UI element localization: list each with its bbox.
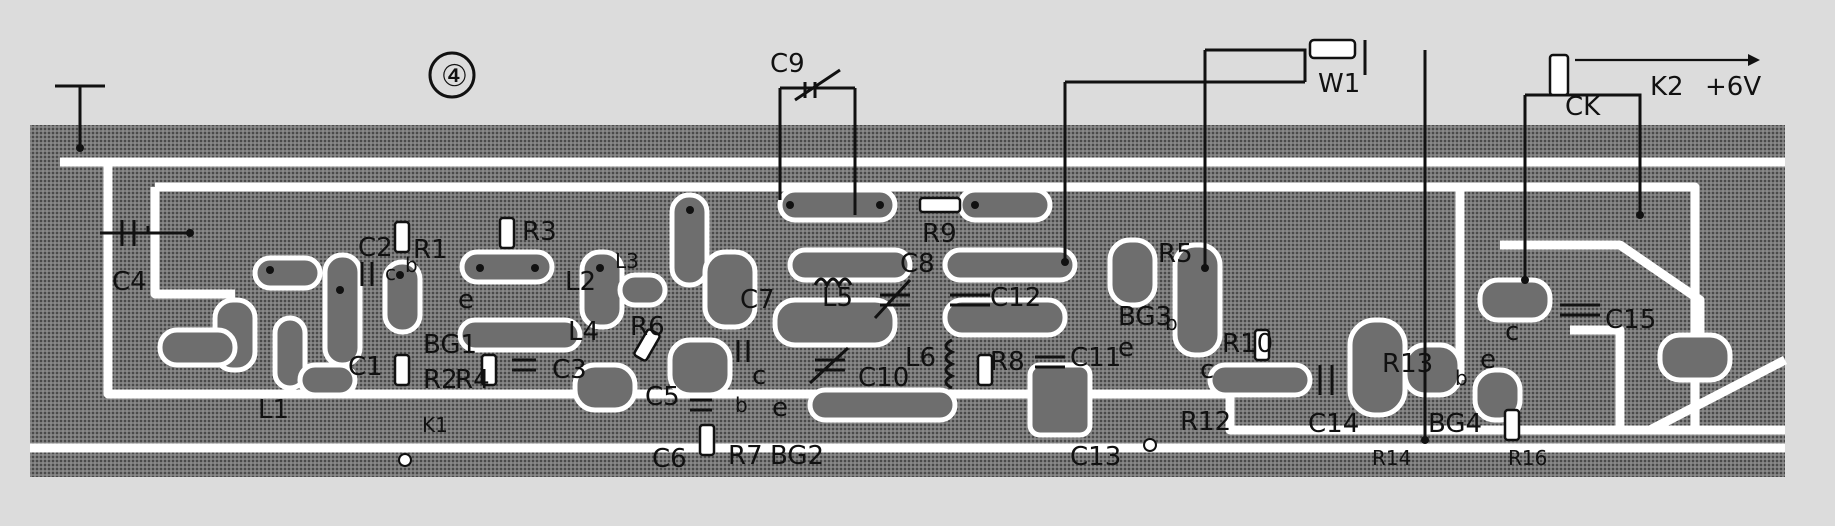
c3-capacitor bbox=[512, 358, 536, 372]
label-k1: K1 bbox=[422, 413, 448, 437]
w1-potentiometer bbox=[1308, 38, 1357, 60]
label-c14: C14 bbox=[1308, 409, 1359, 439]
label-r7: R7 bbox=[728, 441, 763, 471]
pin-c-bg4: c bbox=[1505, 317, 1519, 347]
c2-capacitor bbox=[360, 262, 374, 286]
r1-resistor bbox=[393, 220, 411, 254]
label-c10: C10 bbox=[858, 363, 909, 393]
pin-e-bg4: e bbox=[1480, 345, 1496, 375]
junction-dots bbox=[76, 144, 1644, 467]
label-r10: R10 bbox=[1222, 329, 1273, 359]
label-bg2: BG2 bbox=[770, 441, 824, 471]
label-bg3: BG3 bbox=[1118, 302, 1172, 332]
label-c11: C11 bbox=[1070, 343, 1121, 373]
label-w1: W1 bbox=[1318, 69, 1360, 99]
c9-trimmer-capacitor bbox=[794, 68, 841, 102]
label-r6: R6 bbox=[630, 312, 665, 342]
label-r13: R13 bbox=[1382, 349, 1433, 379]
label-c15: C15 bbox=[1605, 305, 1656, 335]
label-c8: C8 bbox=[900, 249, 935, 279]
pin-c-bg3: c bbox=[1200, 355, 1214, 385]
label-c7: C7 bbox=[740, 285, 775, 315]
figure-number-circle bbox=[428, 51, 476, 99]
pin-b-bg1: b bbox=[405, 253, 418, 277]
label-c5: C5 bbox=[645, 382, 680, 412]
l6-inductor bbox=[944, 338, 956, 390]
c11-capacitor bbox=[1035, 355, 1065, 369]
r8-resistor bbox=[976, 353, 994, 387]
label-bg4: BG4 bbox=[1428, 409, 1482, 439]
label-k2: K2 bbox=[1650, 72, 1684, 102]
pin-e-bg2: e bbox=[772, 393, 788, 423]
c15-capacitor bbox=[1560, 303, 1600, 317]
label-r3: R3 bbox=[522, 217, 557, 247]
l5-inductor bbox=[813, 277, 853, 289]
label-c2: C2 bbox=[358, 233, 393, 263]
labels: ④ C9 W1 CK K2 +6V C4 C2 R1 R3 C1 L1 BG1 … bbox=[112, 49, 1761, 474]
r11-resistor bbox=[1253, 328, 1271, 362]
c14-capacitor bbox=[1318, 365, 1334, 395]
c12-capacitor bbox=[950, 293, 990, 307]
label-c13: C13 bbox=[1070, 442, 1121, 472]
label-l1: L1 bbox=[258, 395, 289, 425]
c10-trimmer bbox=[808, 346, 850, 385]
label-r2: R2 bbox=[423, 365, 458, 395]
wires bbox=[55, 40, 1760, 440]
r3-resistor bbox=[498, 216, 516, 250]
label-l6: L6 bbox=[905, 343, 936, 373]
label-r1: R1 bbox=[413, 235, 448, 265]
label-r14: R14 bbox=[1372, 446, 1411, 470]
pads bbox=[157, 187, 1733, 438]
label-r4: R4 bbox=[455, 365, 490, 395]
label-r5: R5 bbox=[1158, 239, 1193, 269]
r15-resistor bbox=[1503, 408, 1521, 442]
pin-b-bg2: b bbox=[735, 393, 748, 417]
pin-c-bg1: c bbox=[385, 261, 396, 285]
label-l4: L4 bbox=[568, 317, 599, 347]
label-ck: CK bbox=[1565, 92, 1601, 122]
label-r12: R12 bbox=[1180, 407, 1231, 437]
pin-e-bg3: e bbox=[1118, 333, 1134, 363]
pin-c-bg2: c bbox=[752, 361, 766, 391]
r6-resistor bbox=[633, 328, 661, 362]
label-c1: C1 bbox=[348, 352, 383, 382]
figure-number: ④ bbox=[441, 59, 468, 94]
label-l2: L2 bbox=[565, 267, 596, 297]
label-c4: C4 bbox=[112, 267, 147, 297]
r4-resistor bbox=[480, 353, 498, 387]
label-l5: L5 bbox=[822, 283, 853, 313]
r9-resistor bbox=[918, 196, 962, 214]
label-supply: +6V bbox=[1705, 72, 1761, 102]
pin-b-bg3: b bbox=[1165, 311, 1178, 335]
c4-capacitor bbox=[120, 220, 136, 246]
components bbox=[120, 38, 1600, 457]
ck-jack bbox=[1548, 53, 1570, 97]
c7-capacitor bbox=[736, 340, 750, 362]
r2-resistor bbox=[393, 353, 411, 387]
label-r16: R16 bbox=[1508, 446, 1547, 470]
pin-b-bg4: b bbox=[1455, 366, 1468, 390]
label-c9: C9 bbox=[770, 49, 805, 79]
label-c12: C12 bbox=[990, 283, 1041, 313]
c8-trimmer bbox=[873, 278, 912, 320]
label-c6: C6 bbox=[652, 444, 687, 474]
label-r8: R8 bbox=[990, 347, 1025, 377]
label-bg1: BG1 bbox=[423, 330, 477, 360]
pin-e-bg1: e bbox=[458, 285, 474, 315]
label-c3: C3 bbox=[552, 355, 587, 385]
c5-capacitor bbox=[690, 398, 712, 412]
label-r9: R9 bbox=[922, 219, 957, 249]
label-l3: L3 bbox=[615, 249, 639, 273]
r7-resistor bbox=[698, 423, 716, 457]
